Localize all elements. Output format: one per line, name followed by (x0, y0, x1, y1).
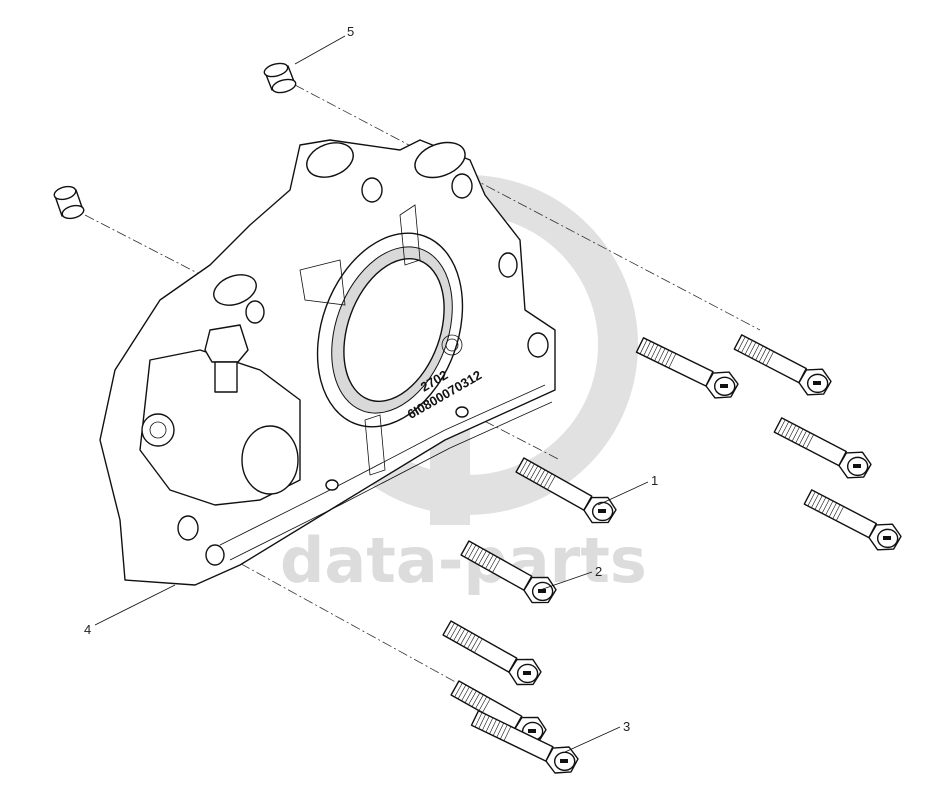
spring-detail (441, 334, 463, 356)
bolt (442, 620, 542, 686)
callout-2: 2 (595, 564, 602, 579)
dowel-sleeve-top (263, 62, 297, 94)
housing-cover (99, 139, 556, 586)
bolt (733, 334, 832, 396)
callout-1: 1 (651, 473, 658, 488)
bolt (470, 710, 579, 774)
dowel-sleeve-left (53, 185, 85, 220)
bolt (635, 337, 739, 399)
bolt (773, 417, 872, 479)
callout-leaders (94, 35, 649, 753)
callout-3: 3 (623, 719, 630, 734)
bolt-set (442, 334, 902, 774)
callout-5: 5 (347, 24, 354, 39)
watermark-text: data-parts (280, 524, 647, 597)
bolt (803, 489, 902, 551)
callout-4: 4 (84, 622, 91, 637)
